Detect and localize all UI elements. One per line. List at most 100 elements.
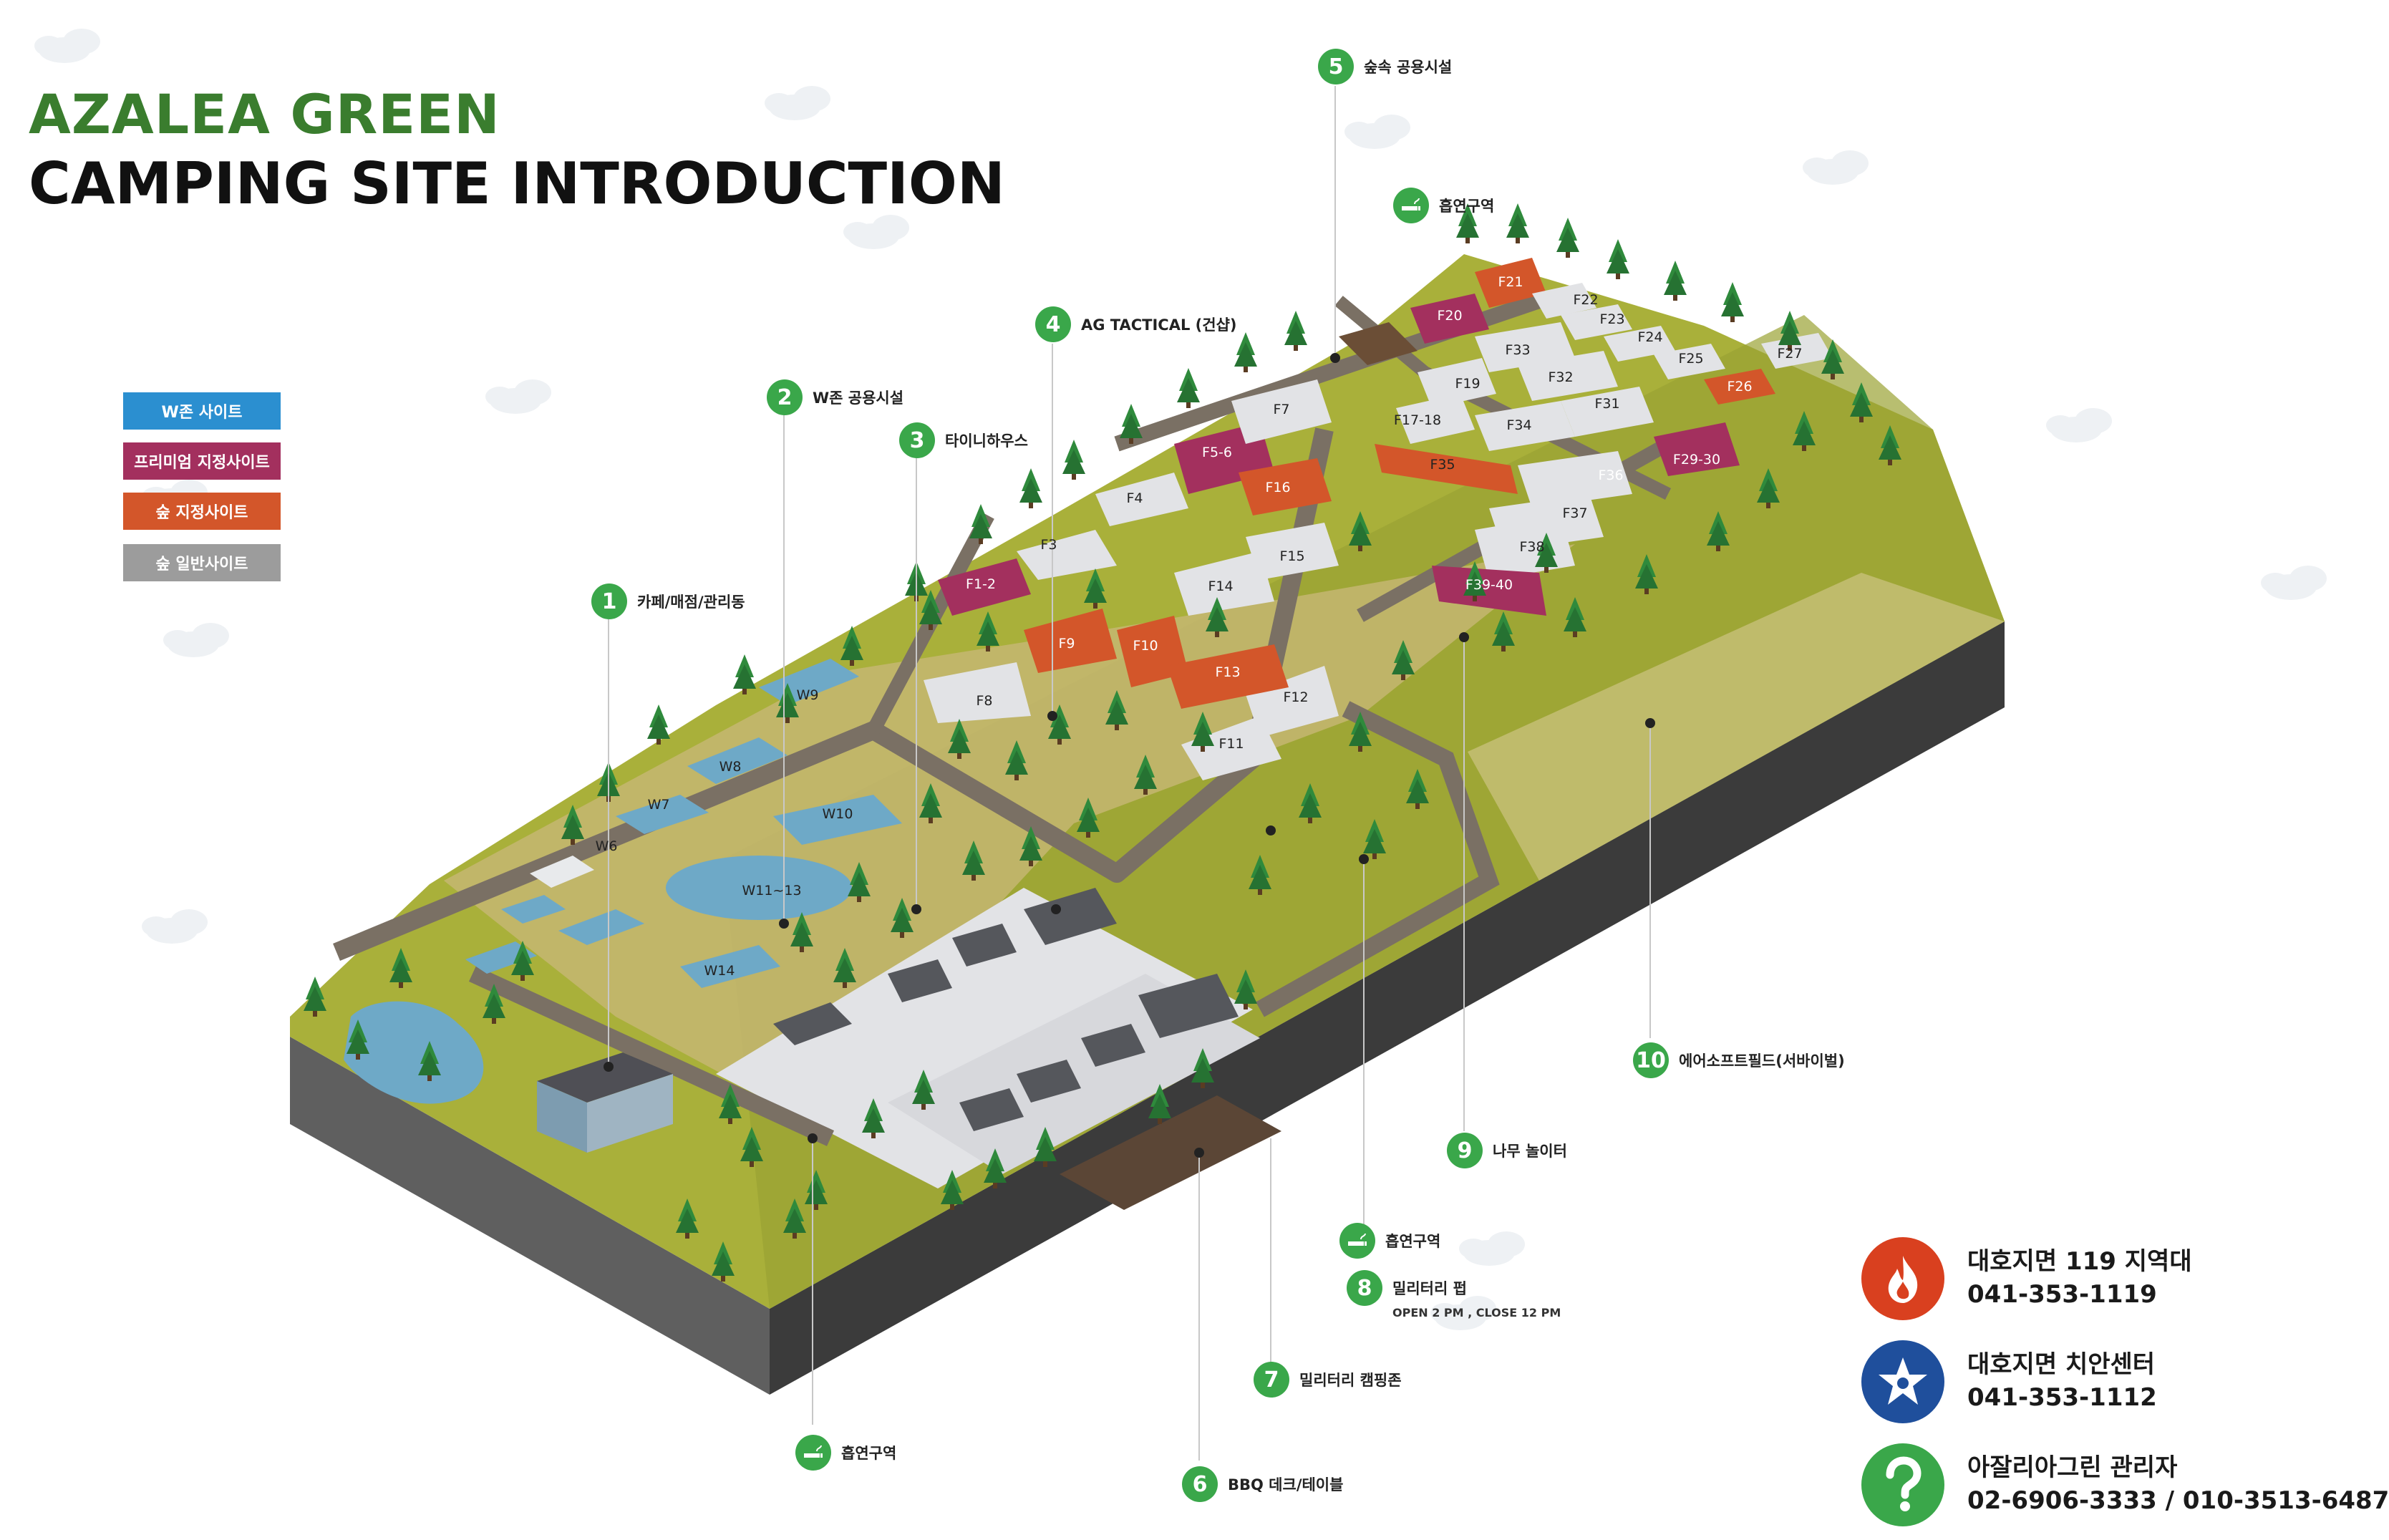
callout-5: 5 숲속 공용시설 <box>1318 49 1452 84</box>
w-zone-site-label: W8 <box>719 759 742 775</box>
forest-site-label: F4 <box>1126 490 1143 506</box>
forest-site-label: F39-40 <box>1465 577 1513 593</box>
forest-facility-building <box>1339 322 1418 365</box>
forest-site-label: F25 <box>1678 351 1703 367</box>
callout-number: 2 <box>767 379 803 415</box>
callout-2: 2 W존 공용시설 <box>767 379 903 415</box>
forest-site-label: F24 <box>1637 329 1662 345</box>
leader-lines <box>608 86 1651 1461</box>
w-zone-site-label: W9 <box>797 687 819 703</box>
forest-site-label: F8 <box>976 693 992 709</box>
callout-number: 8 <box>1347 1270 1382 1306</box>
title-line-1: AZALEA GREEN <box>29 82 500 146</box>
smoking-icon <box>795 1435 831 1471</box>
forest-site-label: F34 <box>1506 417 1531 433</box>
forest-site-label: F11 <box>1218 736 1244 752</box>
forest-site-label: F7 <box>1273 402 1289 417</box>
forest-site-label: F19 <box>1455 376 1480 392</box>
callout-number: 3 <box>899 422 935 458</box>
forest-site-label: F3 <box>1040 537 1057 553</box>
forest-site-label: F23 <box>1599 311 1624 327</box>
lake <box>344 1001 484 1104</box>
fire-icon <box>1861 1237 1944 1320</box>
callout-label: BBQ 데크/테이블 <box>1228 1476 1344 1493</box>
contact-name: 아잘리아그린 관리자 <box>1967 1453 2178 1483</box>
forest-site-label: F1-2 <box>966 576 996 592</box>
forest-site-label: F33 <box>1505 342 1530 358</box>
forest-site-label: F21 <box>1498 274 1523 290</box>
callout-3: 3 타이니하우스 <box>899 422 1028 458</box>
callout-label: 타이니하우스 <box>945 432 1028 450</box>
bbq-deck <box>1060 1095 1281 1210</box>
title-line-2: CAMPING SITE INTRODUCTION <box>29 150 1005 217</box>
contact-fire-station: 대호지면 119 지역대 041-353-1119 <box>1861 1237 2192 1320</box>
contact-site-manager: 아잘리아그린 관리자 02-6906-3333 / 010-3513-6487 <box>1861 1443 2389 1526</box>
forest-site-label: F35 <box>1430 457 1455 473</box>
forest-site-label: F27 <box>1777 346 1802 362</box>
callout-6: 6 BBQ 데크/테이블 <box>1182 1466 1343 1502</box>
callout-label: AG TACTICAL (건샵) <box>1081 316 1237 334</box>
callout-number: 6 <box>1182 1466 1218 1502</box>
callout-label: 밀리터리 캠핑존 <box>1299 1372 1402 1389</box>
block-left-side <box>290 1037 770 1395</box>
pub-hours: OPEN 2 PM , CLOSE 12 PM <box>1392 1306 1561 1319</box>
callout-8: 8 밀리터리 펍 <box>1347 1270 1467 1306</box>
forest-site-label: F9 <box>1058 636 1075 652</box>
police-star-icon <box>1861 1340 1944 1423</box>
callout-number: 5 <box>1318 49 1354 84</box>
smoking-area-north: 흡연구역 <box>1393 188 1494 223</box>
smoking-area-east: 흡연구역 <box>1339 1223 1440 1259</box>
tiny-houses <box>773 888 1239 1131</box>
forest-site-label: F31 <box>1594 396 1619 412</box>
forest-site-label: F5-6 <box>1202 445 1232 460</box>
smoking-area-south: 흡연구역 <box>795 1435 896 1471</box>
contact-phone: 02-6906-3333 / 010-3513-6487 <box>1967 1486 2389 1515</box>
question-icon <box>1861 1443 1944 1526</box>
w-zone-site-label: W14 <box>704 963 735 979</box>
forest-site-label: F38 <box>1519 539 1544 555</box>
callout-number: 9 <box>1447 1133 1483 1168</box>
smoking-label: 흡연구역 <box>1439 198 1495 215</box>
forest-site-label: F12 <box>1283 689 1308 705</box>
forest-site-label: F37 <box>1562 505 1587 521</box>
callout-label: W존 공용시설 <box>813 389 904 407</box>
callout-10: 10 에어소프트필드(서바이벌) <box>1633 1042 1845 1078</box>
contact-police-center: 대호지면 치안센터 041-353-1112 <box>1861 1340 2157 1423</box>
forest-site-label: F26 <box>1727 379 1752 394</box>
w-zone-site-label: W7 <box>648 797 670 813</box>
forest-site-label: F32 <box>1548 369 1573 385</box>
smoking-icon <box>1393 188 1429 223</box>
contact-phone: 041-353-1112 <box>1967 1383 2157 1412</box>
forest-site-label: F36 <box>1598 468 1623 483</box>
forest-site-label: F14 <box>1208 578 1233 594</box>
legend-premium: 프리미엄 지정사이트 <box>123 442 281 480</box>
forest-site-label: F20 <box>1437 308 1462 324</box>
forest-site-label: F17-18 <box>1394 412 1441 428</box>
callout-number: 7 <box>1254 1362 1289 1398</box>
callout-label: 숲속 공용시설 <box>1364 59 1453 76</box>
callout-number: 10 <box>1633 1042 1669 1078</box>
callout-number: 1 <box>591 583 627 619</box>
forest-site-label: F10 <box>1133 638 1158 654</box>
callout-number: 4 <box>1035 306 1071 342</box>
block-right-side <box>770 621 2005 1395</box>
forest-site-label: F16 <box>1265 480 1290 495</box>
contact-name: 대호지면 치안센터 <box>1967 1350 2156 1380</box>
callout-4: 4 AG TACTICAL (건샵) <box>1035 306 1237 342</box>
callout-label: 에어소프트필드(서바이벌) <box>1679 1052 1845 1070</box>
callout-9: 9 나무 놀이터 <box>1447 1133 1567 1168</box>
forest-site-label: F29-30 <box>1673 452 1720 468</box>
w-zone-site-label: W10 <box>823 806 853 822</box>
village-plaza <box>716 888 1253 1188</box>
forest-site-label: F15 <box>1279 548 1304 564</box>
w-zone-site-label: W11~13 <box>742 883 801 899</box>
smoking-icon <box>1339 1223 1375 1259</box>
callout-1: 1 카페/매점/관리동 <box>591 583 745 619</box>
callout-7: 7 밀리터리 캠핑존 <box>1254 1362 1402 1398</box>
contact-name: 대호지면 119 지역대 <box>1967 1247 2192 1277</box>
callout-label: 나무 놀이터 <box>1493 1143 1567 1160</box>
cafe-building <box>537 1052 673 1153</box>
